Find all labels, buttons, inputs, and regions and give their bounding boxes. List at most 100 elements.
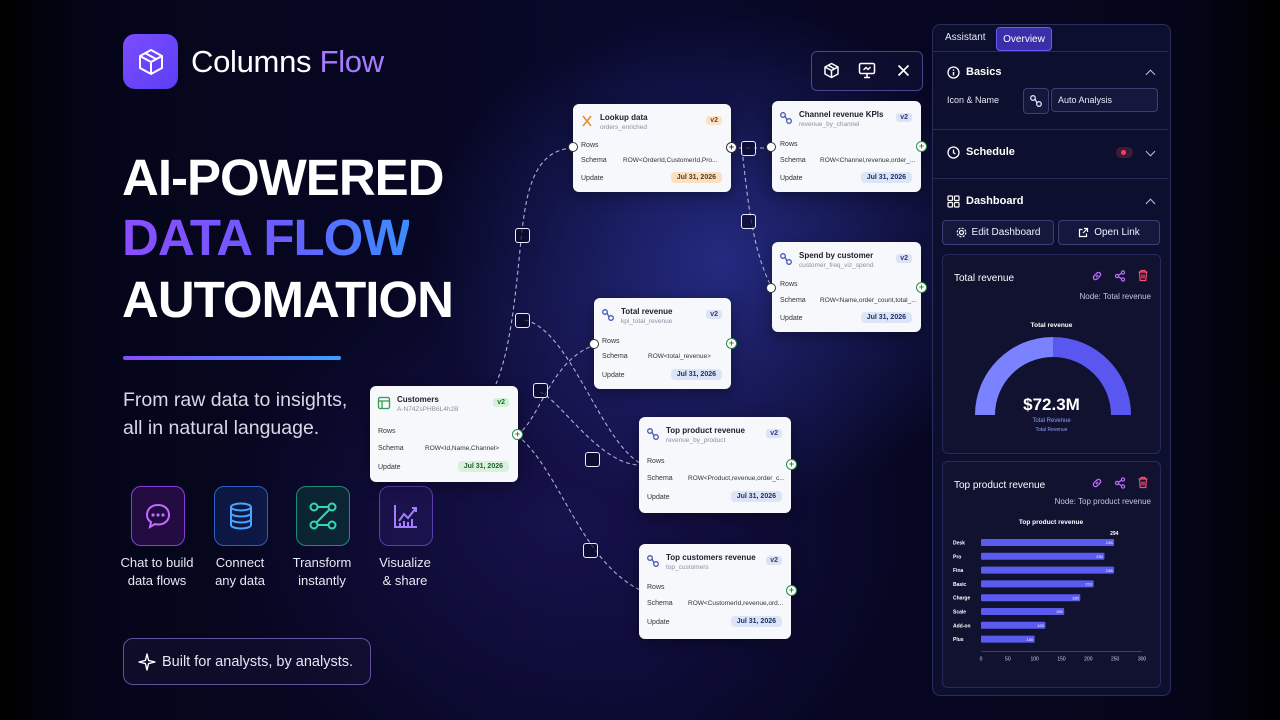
gauge-arc-left (975, 337, 1053, 415)
feature-label-connect-line2: any data (215, 573, 265, 588)
feature-label-visualize: Visualize& share (360, 554, 450, 590)
brand-name-part1: Columns (191, 44, 312, 79)
edge-arrow-icon[interactable] (583, 543, 598, 558)
add-output-icon[interactable]: + (786, 585, 797, 596)
database-icon (214, 486, 268, 546)
close-icon[interactable] (896, 63, 911, 78)
bar-category-label: Add-on (953, 623, 971, 629)
node-card-lookup[interactable]: Lookup data orders_enriched v2 Rows Sche… (573, 104, 731, 192)
hero-subtitle: From raw data to insights, all in natura… (123, 389, 348, 439)
schema-value: ROW<CustomerId,revenue,ord... (688, 600, 784, 607)
bar-category-label: Basic (953, 582, 967, 588)
transform-icon (647, 555, 659, 567)
open-link-button[interactable]: Open Link (1058, 220, 1160, 245)
share-icon[interactable] (1114, 477, 1126, 489)
add-output-icon[interactable]: + (512, 429, 523, 440)
bar-value-label: 230 (1096, 554, 1103, 559)
add-output-icon[interactable]: + (726, 142, 737, 153)
bar-category-label: Scale (953, 610, 966, 616)
rows-label: Rows (647, 584, 665, 591)
rows-label: Rows (602, 338, 620, 345)
node-icon-picker[interactable] (1023, 88, 1049, 114)
node-title: Top customers revenue (666, 553, 756, 562)
feature-label-transform-line2: instantly (298, 573, 346, 588)
dashboard-title: Dashboard (966, 195, 1024, 207)
edge-arrow-icon[interactable] (515, 228, 530, 243)
transform-icon (602, 309, 614, 321)
edit-dashboard-button[interactable]: Edit Dashboard (942, 220, 1054, 245)
rows-label: Rows (378, 428, 396, 435)
node-subtitle: revenue_by_product (666, 437, 726, 444)
version-badge: v2 (706, 310, 722, 319)
version-badge: v2 (766, 429, 782, 438)
node-subtitle: top_customers (666, 564, 709, 571)
monitor-icon[interactable] (858, 62, 876, 79)
node-card-spend[interactable]: Spend by customer customer_freq_viz_spen… (772, 242, 921, 332)
node-title: Customers (397, 395, 439, 404)
edge-arrow-icon[interactable] (585, 452, 600, 467)
schema-label: Schema (780, 157, 806, 164)
node-card-total-revenue[interactable]: Total revenue kpi_total_revenue v2 Rows … (594, 298, 731, 389)
input-port[interactable] (568, 142, 578, 152)
x-tick-label: 250 (1111, 656, 1120, 662)
schedule-status-toggle[interactable] (1116, 147, 1133, 158)
bar-category-label: Plus (953, 637, 964, 643)
lookup-icon (582, 115, 592, 127)
schema-label: Schema (378, 445, 404, 452)
node-card-top-customers[interactable]: Top customers revenue top_customers v2 R… (639, 544, 791, 639)
brand-name: Columns Flow (191, 44, 384, 80)
share-icon[interactable] (1114, 270, 1126, 282)
tab-assistant[interactable]: Assistant (945, 32, 986, 43)
external-link-icon (1079, 227, 1089, 238)
add-output-icon[interactable]: + (786, 459, 797, 470)
clock-icon (947, 146, 960, 159)
schedule-title: Schedule (966, 146, 1015, 158)
bar-value-label: 100 (1026, 637, 1033, 642)
bar-value-label: 248 (1106, 540, 1113, 545)
schema-label: Schema (602, 353, 628, 360)
input-port[interactable] (766, 142, 776, 152)
gauge-title: Total revenue (1030, 322, 1073, 329)
bar-mark (981, 608, 1065, 615)
link-icon[interactable] (1091, 270, 1103, 282)
edge-arrow-icon[interactable] (515, 313, 530, 328)
input-port[interactable] (766, 283, 776, 293)
node-card-top-product[interactable]: Top product revenue revenue_by_product v… (639, 417, 791, 513)
tab-overview[interactable]: Overview (996, 27, 1052, 51)
trash-icon[interactable] (1137, 269, 1149, 282)
transform-icon (647, 428, 659, 440)
edge-arrow-icon[interactable] (741, 141, 756, 156)
rows-label: Rows (780, 141, 798, 148)
node-title: Channel revenue KPIs (799, 110, 884, 119)
name-input[interactable] (1051, 88, 1158, 112)
input-port[interactable] (589, 339, 599, 349)
add-output-icon[interactable]: + (916, 282, 927, 293)
package-icon[interactable] (823, 62, 840, 79)
feature-label-connect-line1: Connect (215, 555, 265, 570)
chevron-down-icon[interactable] (1145, 146, 1156, 157)
chevron-up-icon[interactable] (1145, 198, 1156, 209)
bar-value-label: 248 (1106, 568, 1113, 573)
version-badge: v2 (493, 398, 509, 407)
node-card-customers[interactable]: Customers A-N74ZsPHB6L4h2B v2 Rows Schem… (370, 386, 518, 482)
node-subtitle: customer_freq_viz_spend (799, 262, 874, 269)
edge-arrow-icon[interactable] (533, 383, 548, 398)
bar-mark (981, 539, 1115, 546)
add-output-icon[interactable]: + (916, 141, 927, 152)
edge-arrow-icon[interactable] (741, 214, 756, 229)
update-date: Jul 31, 2026 (860, 312, 912, 323)
link-icon[interactable] (1091, 477, 1103, 489)
add-output-icon[interactable]: + (726, 338, 737, 349)
tagline-text: Built for analysts, by analysts. (162, 653, 353, 670)
chevron-up-icon[interactable] (1145, 69, 1156, 80)
bar-category-label: Fina (953, 568, 963, 574)
x-tick-label: 200 (1084, 656, 1093, 662)
x-tick-label: 300 (1138, 656, 1147, 662)
trash-icon[interactable] (1137, 476, 1149, 489)
rows-label: Rows (780, 281, 798, 288)
schema-value: ROW<Name,order_count,total_... (820, 297, 917, 304)
schedule-section: Schedule (933, 129, 1168, 178)
tagline-pill: Built for analysts, by analysts. (123, 638, 371, 685)
node-card-channel[interactable]: Channel revenue KPIs revenue_by_channel … (772, 101, 921, 192)
